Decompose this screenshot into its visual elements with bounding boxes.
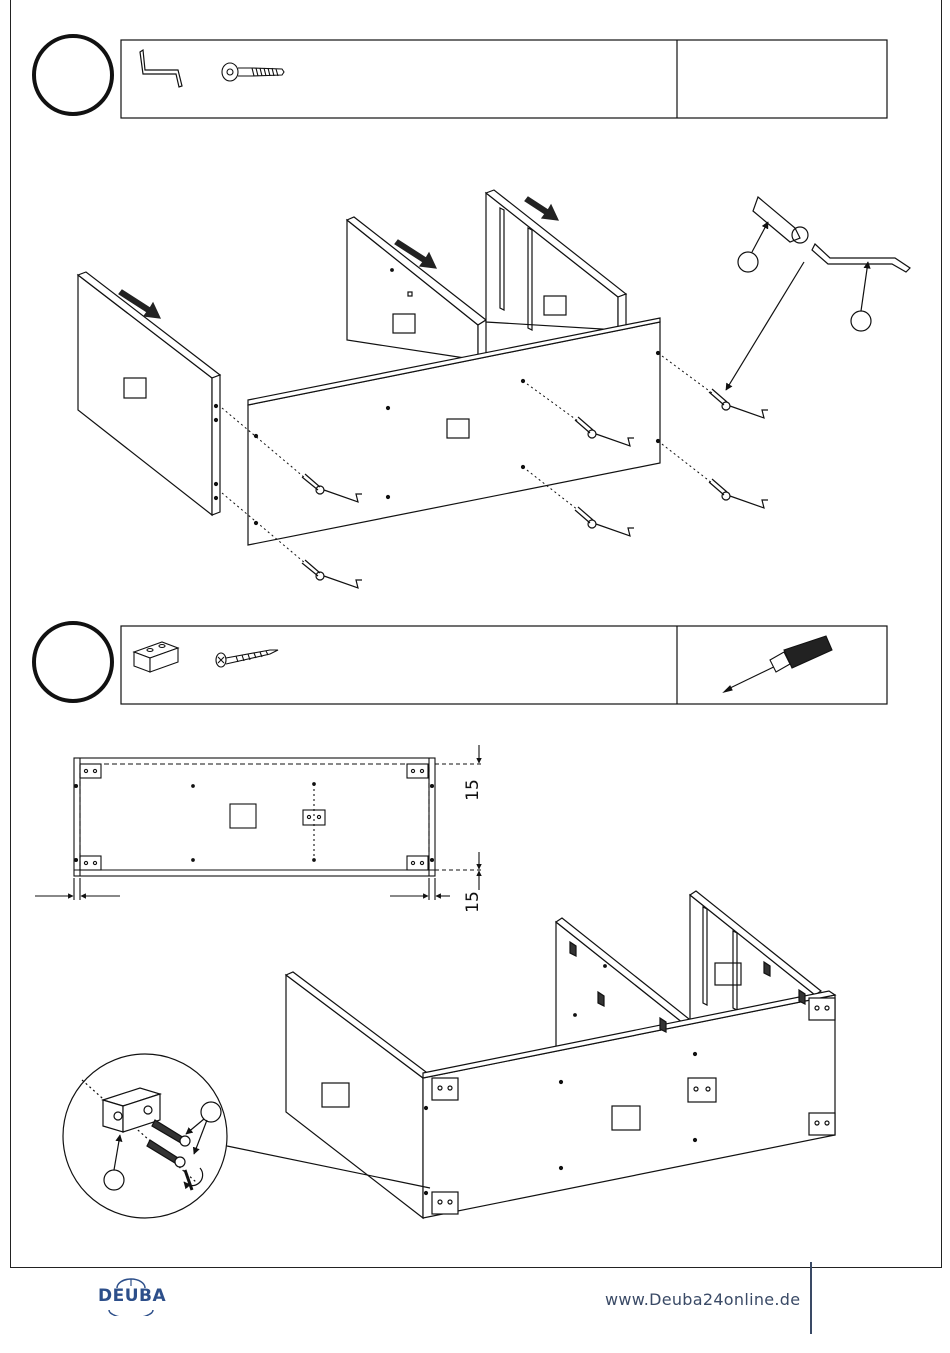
connector-bolt-icon bbox=[222, 63, 284, 81]
bolt-with-key bbox=[302, 560, 362, 588]
callout-label-circle bbox=[738, 252, 758, 272]
wood-screw-icon bbox=[216, 650, 278, 667]
bolt-with-key bbox=[709, 479, 768, 508]
callout-label-circle bbox=[104, 1170, 124, 1190]
step1-header bbox=[34, 36, 887, 118]
callout-label-circle bbox=[851, 311, 871, 331]
bolt-detail-callout bbox=[726, 197, 910, 390]
rear-partition-panel bbox=[486, 190, 626, 330]
left-side-panel bbox=[286, 972, 430, 1218]
bottom-panel-top-view bbox=[35, 745, 482, 900]
horizontal-dimension bbox=[35, 878, 450, 900]
footer-divider bbox=[810, 1262, 812, 1334]
dimension-label-top: 15 bbox=[463, 779, 483, 801]
step2-number-circle bbox=[34, 623, 112, 701]
wood-block-icon bbox=[134, 642, 178, 672]
step1-drawing bbox=[78, 190, 910, 588]
step2-cabinet-drawing bbox=[286, 891, 835, 1218]
step2-header bbox=[34, 623, 887, 704]
center-block bbox=[688, 1078, 716, 1102]
corner-block bbox=[432, 1192, 458, 1214]
corner-block bbox=[809, 1113, 835, 1135]
step1-parts-box bbox=[121, 40, 887, 118]
bolt-with-key bbox=[575, 507, 634, 536]
website-url[interactable]: www.Deuba24online.de bbox=[605, 1290, 800, 1309]
allen-key-icon bbox=[140, 50, 182, 87]
corner-block bbox=[432, 1078, 458, 1100]
corner-block bbox=[809, 998, 835, 1020]
bolt-with-key bbox=[709, 389, 768, 418]
middle-partition-panel bbox=[347, 217, 486, 360]
screwdriver-icon bbox=[724, 636, 832, 692]
brand-name: DEUBA bbox=[98, 1286, 166, 1306]
step1-number-circle bbox=[34, 36, 112, 114]
dimension-label-bottom: 15 bbox=[463, 891, 483, 913]
